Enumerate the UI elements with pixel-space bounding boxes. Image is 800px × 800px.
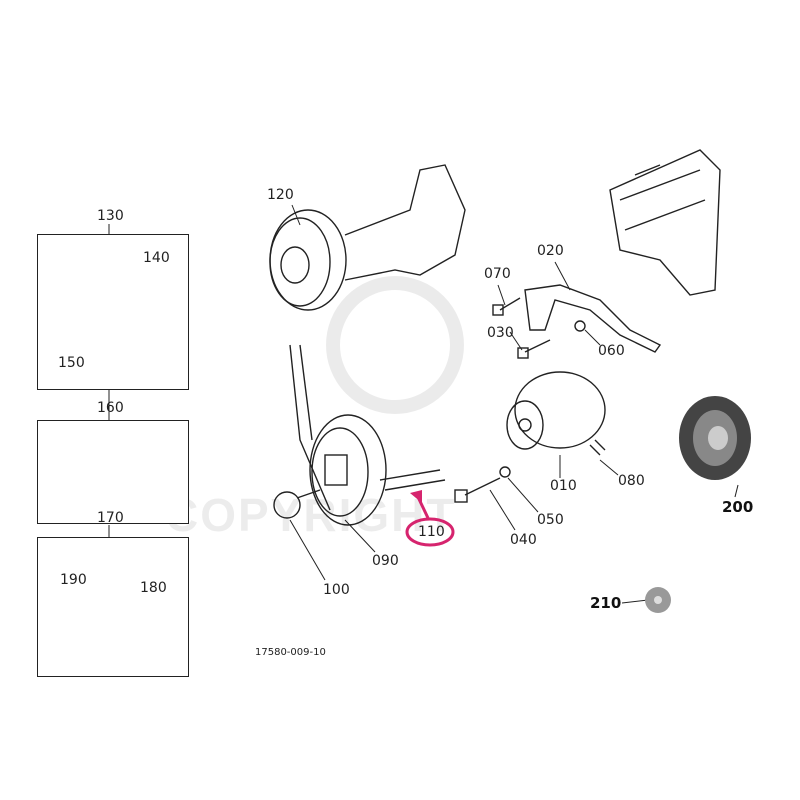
part-label-140: 140 [143, 250, 170, 266]
pulley-090 [309, 414, 387, 526]
part-label-100: 100 [323, 582, 350, 598]
part-label-160: 160 [97, 400, 124, 416]
part-label-210: 210 [590, 594, 622, 612]
part-label-190: 190 [60, 572, 87, 588]
bolt-100 [273, 491, 301, 519]
washer-210 [645, 587, 671, 613]
water-pump-body [344, 164, 466, 281]
part-label-030: 030 [487, 325, 514, 341]
box-170 [37, 537, 189, 677]
belt-110 [289, 344, 446, 511]
pulley-200 [679, 396, 751, 480]
part-label-150: 150 [58, 355, 85, 371]
drawing-code: 17580-009-10 [255, 647, 326, 658]
part-label-180: 180 [140, 580, 167, 596]
part-label-200: 200 [722, 498, 754, 516]
washer-050 [499, 466, 511, 478]
part-label-090: 090 [372, 553, 399, 569]
bolt-030 [524, 339, 551, 353]
watermark-circle [326, 276, 464, 414]
part-label-110: 110 [418, 524, 445, 540]
part-label-050: 050 [537, 512, 564, 528]
part-label-170: 170 [97, 510, 124, 526]
highlight-ring-110 [405, 517, 455, 547]
washer-060 [574, 320, 586, 332]
part-label-060: 060 [598, 343, 625, 359]
bolt-040 [464, 477, 501, 496]
alternator-010 [514, 371, 606, 449]
part-label-040: 040 [510, 532, 537, 548]
part-label-070: 070 [484, 266, 511, 282]
bracket-020 [524, 284, 662, 353]
engine-block [609, 149, 721, 296]
part-label-020: 020 [537, 243, 564, 259]
box-160 [37, 420, 189, 524]
box-130 [37, 234, 189, 390]
part-label-120: 120 [267, 187, 294, 203]
part-label-130: 130 [97, 208, 124, 224]
part-label-080: 080 [618, 473, 645, 489]
part-label-010: 010 [550, 478, 577, 494]
